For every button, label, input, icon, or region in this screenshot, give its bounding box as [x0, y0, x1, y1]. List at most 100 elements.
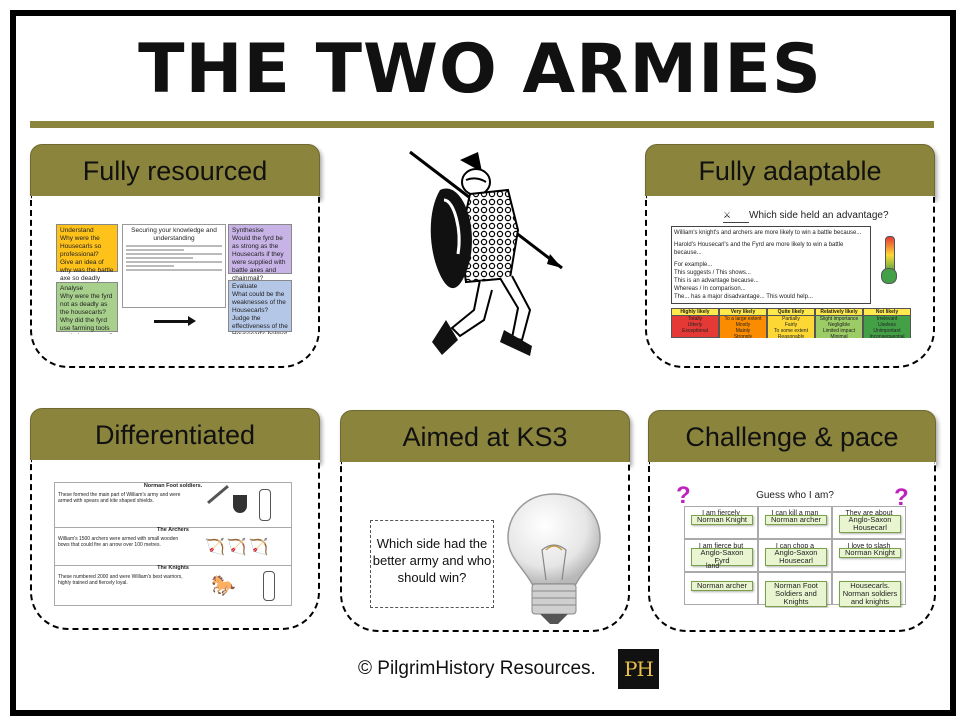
card-fully-adaptable: Fully adaptable ⚔ Which side held an adv… — [645, 144, 935, 368]
soldier-icon — [259, 489, 271, 521]
analyse-box: Analyse Why were the fyrd not as deadly … — [56, 282, 118, 334]
row-text: These numbered 2000 and were William's b… — [58, 574, 183, 586]
card-header: Fully adaptable — [645, 144, 935, 198]
clue-cell: I can chop a — [758, 539, 832, 572]
scale-heading: Relatively likely — [816, 309, 862, 316]
box-title: Analyse — [60, 285, 84, 292]
archers-icon: 🏹🏹🏹 — [205, 539, 271, 556]
row-title: Norman Foot soldiers. — [143, 483, 203, 489]
understand-box: Understand Why were the Housecarls so pr… — [56, 224, 118, 282]
scale-words: Slight importance Negligible Limited imp… — [816, 316, 862, 338]
box-item: Give an idea of why was the battle axe s… — [60, 259, 114, 282]
row-title: The Knights — [157, 565, 189, 571]
answer-tag[interactable]: Anglo-Saxon Fyrd — [691, 548, 753, 566]
scale-words: To a large extent Mostly Mainly Strongly — [720, 316, 766, 338]
clue-text: I am fierce but — [698, 543, 744, 550]
horse-icon: 🐎 — [211, 575, 236, 597]
answer-tag-text: Norman archer — [770, 515, 822, 524]
box-item: What could be the weaknesses of the Hous… — [232, 291, 286, 314]
clue-text: I can chop a — [775, 543, 815, 550]
card-challenge-pace: Challenge & pace ? ? Guess who I am? I a… — [648, 410, 936, 632]
answer-tag-text: Housecarls. Norman soldiers and knights — [842, 581, 898, 606]
evaluate-box: Evaluate What could be the weaknesses of… — [228, 280, 292, 334]
scale-heading: Very likely — [720, 309, 766, 316]
answer-tag[interactable]: Norman Knight — [839, 548, 901, 558]
box-title: Understand — [60, 227, 94, 234]
activity-heading: Guess who I am? — [756, 490, 834, 501]
scale-heading: Not likely — [864, 309, 910, 316]
advantage-worksheet-thumbnail: ⚔ Which side held an advantage? William'… — [669, 206, 915, 338]
panel-title: Securing your knowledge and understandin… — [131, 227, 217, 242]
box-title: Evaluate — [232, 283, 258, 290]
clue-cell — [684, 572, 758, 605]
discussion-question: Which side had the better army and who s… — [370, 520, 494, 608]
clue-text: They are about — [845, 510, 893, 517]
box-item: Would the fyrd be as strong as the House… — [232, 235, 286, 282]
clue-text: land — [706, 563, 720, 570]
answer-tag[interactable]: Norman archer — [765, 515, 827, 525]
row-text: These formed the main part of William's … — [58, 492, 181, 504]
card-body: ⚔ Which side held an advantage? William'… — [645, 196, 935, 368]
scale-words: Totally Utterly Exceptional — [672, 316, 718, 337]
arrow-head — [188, 316, 196, 326]
info-row: Norman Foot soldiers. These formed the m… — [55, 483, 291, 528]
frame-line: This suggests / This shows... — [674, 270, 751, 276]
frame-line: This is an advantage because... — [674, 278, 759, 284]
answer-tag-text: Anglo-Saxon Fyrd — [700, 548, 744, 565]
answer-tag-text: Norman Knight — [696, 515, 748, 524]
clue-cell: I am fierce but — [684, 539, 758, 572]
writing-frame: William's knight's and archers are more … — [671, 226, 871, 304]
worksheet-question: Which side held an advantage? — [749, 210, 889, 221]
clue-cell: They are about — [832, 506, 906, 539]
scale-words: Partially Fairly To some extent Reasonab… — [768, 316, 814, 338]
frame-line: The... has a major disadvantage... This … — [674, 294, 813, 300]
box-item: Why were the Housecarls so professional? — [60, 235, 102, 258]
shield-icon — [233, 495, 247, 513]
answer-tag[interactable]: Housecarls. Norman soldiers and knights — [839, 581, 901, 607]
answer-tag[interactable]: Anglo-Saxon Housecarl — [839, 515, 901, 533]
scale-heading: Quite likely — [768, 309, 814, 316]
frame-line: For example... — [674, 262, 713, 268]
answer-tag[interactable]: Anglo-Saxon Housecarl — [765, 548, 827, 566]
card-aimed-ks3: Aimed at KS3 Which side had the better a… — [340, 410, 630, 632]
answer-tag[interactable]: Norman Knight — [691, 515, 753, 525]
card-differentiated: Differentiated Norman Foot soldiers. The… — [30, 408, 320, 630]
copyright-footer: © PilgrimHistory Resources. — [358, 658, 596, 679]
card-header: Fully resourced — [30, 144, 320, 198]
pilgrimhistory-logo: PH — [618, 649, 659, 689]
box-title: Synthesise — [232, 227, 264, 234]
card-body: Understand Why were the Housecarls so pr… — [30, 196, 320, 368]
clue-text: I can kill a man — [771, 510, 819, 517]
frame-line: Harold's Housecarl's and the Fyrd are mo… — [674, 242, 844, 256]
clue-cell: I love to slash — [832, 539, 906, 572]
answer-tag[interactable]: Norman archer — [691, 581, 753, 591]
soldiers-info-thumbnail: Norman Foot soldiers. These formed the m… — [54, 482, 292, 606]
lightbulb-icon — [507, 493, 601, 624]
card-body: Norman Foot soldiers. These formed the m… — [30, 460, 320, 630]
scale-words: Irrelevant Useless Unimportant Inconsequ… — [864, 316, 910, 338]
clue-text: I love to slash — [847, 543, 891, 550]
answer-tag-text: Anglo-Saxon Housecarl — [848, 515, 892, 532]
title-underline — [30, 121, 934, 128]
info-row: The Archers William's 1500 archers were … — [55, 527, 291, 566]
answer-tag-text: Norman archer — [696, 581, 748, 590]
sketch-icon: ⚔ — [723, 210, 749, 223]
answer-tag-text: Norman Knight — [844, 548, 896, 557]
card-fully-resourced: Fully resourced Understand Why were the … — [30, 144, 320, 368]
box-item: Why were the fyrd not as deadly as the h… — [60, 293, 113, 316]
securing-panel: Securing your knowledge and understandin… — [122, 224, 226, 308]
card-header: Challenge & pace — [648, 410, 936, 464]
frame-line: Whereas / In comparison... — [674, 286, 746, 292]
answer-tag[interactable]: Norman Foot Soldiers and Knights — [765, 581, 827, 607]
synthesise-box: Synthesise Would the fyrd be as strong a… — [228, 224, 292, 282]
worksheet-thumbnail: Understand Why were the Housecarls so pr… — [54, 222, 294, 334]
clue-text: I am fiercely — [702, 510, 740, 517]
